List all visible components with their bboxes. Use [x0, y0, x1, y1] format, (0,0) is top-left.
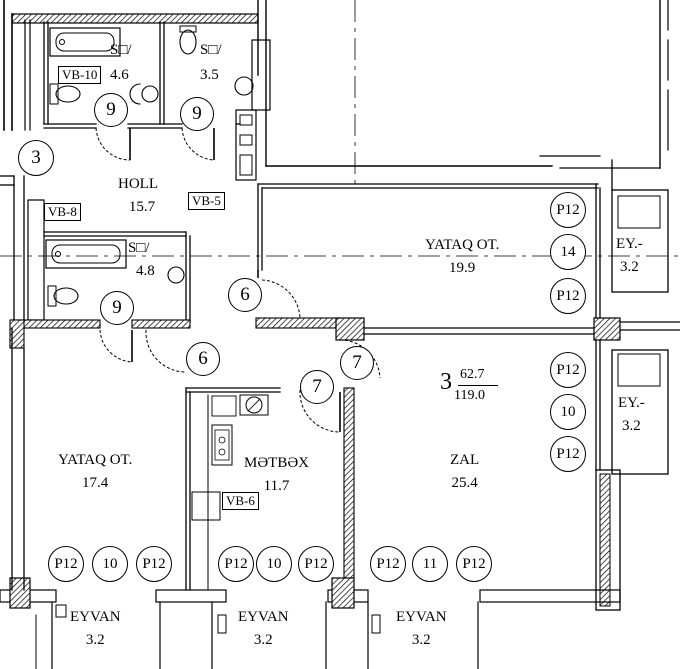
- ey2-area: 3.2: [622, 418, 641, 434]
- yataq-left-area: 17.4: [82, 475, 109, 491]
- ey1-name: EY.-: [616, 236, 643, 252]
- window-mark-p12-e2: P12: [550, 278, 586, 314]
- yataq-top-name: YATAQ OT.: [425, 237, 500, 253]
- door-mark-9-c: 9: [100, 291, 134, 325]
- window-mark-p12-s5: P12: [370, 546, 406, 582]
- metbex-area: 11.7: [263, 478, 290, 494]
- holl-label: HOLL 15.7: [118, 177, 158, 215]
- window-mark-10-s2: 10: [256, 546, 292, 582]
- ey1-area: 3.2: [620, 259, 639, 275]
- holl-name: HOLL: [118, 176, 158, 192]
- metbex-name: MƏTBƏX: [244, 455, 310, 471]
- apartment-fraction-bar: [458, 385, 498, 386]
- eyvan2-label: EYVAN 3.2: [238, 610, 289, 648]
- apartment-living-area: 62.7: [460, 367, 485, 382]
- eyvan2-name: EYVAN: [238, 609, 289, 625]
- eyvan3-area: 3.2: [411, 632, 431, 648]
- yataq-top-area: 19.9: [449, 260, 476, 276]
- eyvan1-name: EYVAN: [70, 609, 121, 625]
- ey1-label: EY.- 3.2: [616, 237, 643, 275]
- vent-label-vb6: VB-6: [222, 492, 259, 511]
- yataq-left-label: YATAQ OT. 17.4: [58, 453, 132, 491]
- wc2-name: S□/: [200, 42, 222, 58]
- door-mark-6-b: 6: [186, 342, 220, 376]
- door-mark-6-a: 6: [228, 278, 262, 312]
- yataq-left-name: YATAQ OT.: [58, 452, 133, 468]
- window-mark-10-s1: 10: [92, 546, 128, 582]
- holl-area: 15.7: [128, 199, 156, 215]
- wc1-name: S□/: [110, 42, 132, 58]
- wc2-label: S□/ 3.5: [200, 43, 222, 83]
- zal-name: ZAL: [450, 452, 480, 468]
- door-mark-9-a: 9: [94, 93, 128, 127]
- window-mark-p12-s2: P12: [136, 546, 172, 582]
- vent-label-vb8: VB-8: [44, 203, 81, 222]
- eyvan3-name: EYVAN: [396, 609, 447, 625]
- eyvan1-label: EYVAN 3.2: [70, 610, 121, 648]
- zal-area: 25.4: [451, 475, 478, 491]
- apartment-room-count: 3: [440, 369, 452, 395]
- window-mark-p12-s6: P12: [456, 546, 492, 582]
- eyvan1-area: 3.2: [85, 632, 105, 648]
- window-mark-p12-s3: P12: [218, 546, 254, 582]
- wc3-name: S□/: [128, 240, 150, 256]
- window-mark-14: 14: [550, 234, 586, 270]
- door-mark-3: 3: [18, 140, 54, 176]
- window-mark-p12-e3: P12: [550, 352, 586, 388]
- door-mark-9-b: 9: [180, 97, 214, 131]
- window-mark-10-e: 10: [550, 394, 586, 430]
- window-mark-p12-s4: P12: [298, 546, 334, 582]
- vent-label-vb5: VB-5: [188, 192, 225, 211]
- window-mark-p12-s1: P12: [48, 546, 84, 582]
- door-mark-7-b: 7: [340, 346, 374, 380]
- eyvan2-area: 3.2: [253, 632, 273, 648]
- wc1-label: S□/ 4.6: [110, 43, 132, 83]
- wc3-label: S□/ 4.8: [128, 241, 155, 279]
- window-mark-p12-e4: P12: [550, 436, 586, 472]
- eyvan3-label: EYVAN 3.2: [396, 610, 447, 648]
- ey2-name: EY.-: [618, 395, 645, 411]
- window-mark-11: 11: [412, 546, 448, 582]
- door-mark-7-a: 7: [300, 370, 334, 404]
- yataq-top-label: YATAQ OT. 19.9: [425, 238, 499, 276]
- zal-label: ZAL 25.4: [450, 453, 479, 491]
- metbex-label: MƏTBƏX 11.7: [244, 456, 309, 494]
- wc2-area: 3.5: [200, 67, 219, 83]
- vent-label-vb10: VB-10: [58, 66, 102, 85]
- wc1-area: 4.6: [110, 67, 129, 83]
- ey2-label: EY.- 3.2: [618, 396, 645, 434]
- top-wall: [11, 13, 259, 24]
- window-mark-p12-e1: P12: [550, 192, 586, 228]
- wc3-area: 4.8: [136, 263, 155, 279]
- apartment-total-area: 119.0: [454, 388, 485, 403]
